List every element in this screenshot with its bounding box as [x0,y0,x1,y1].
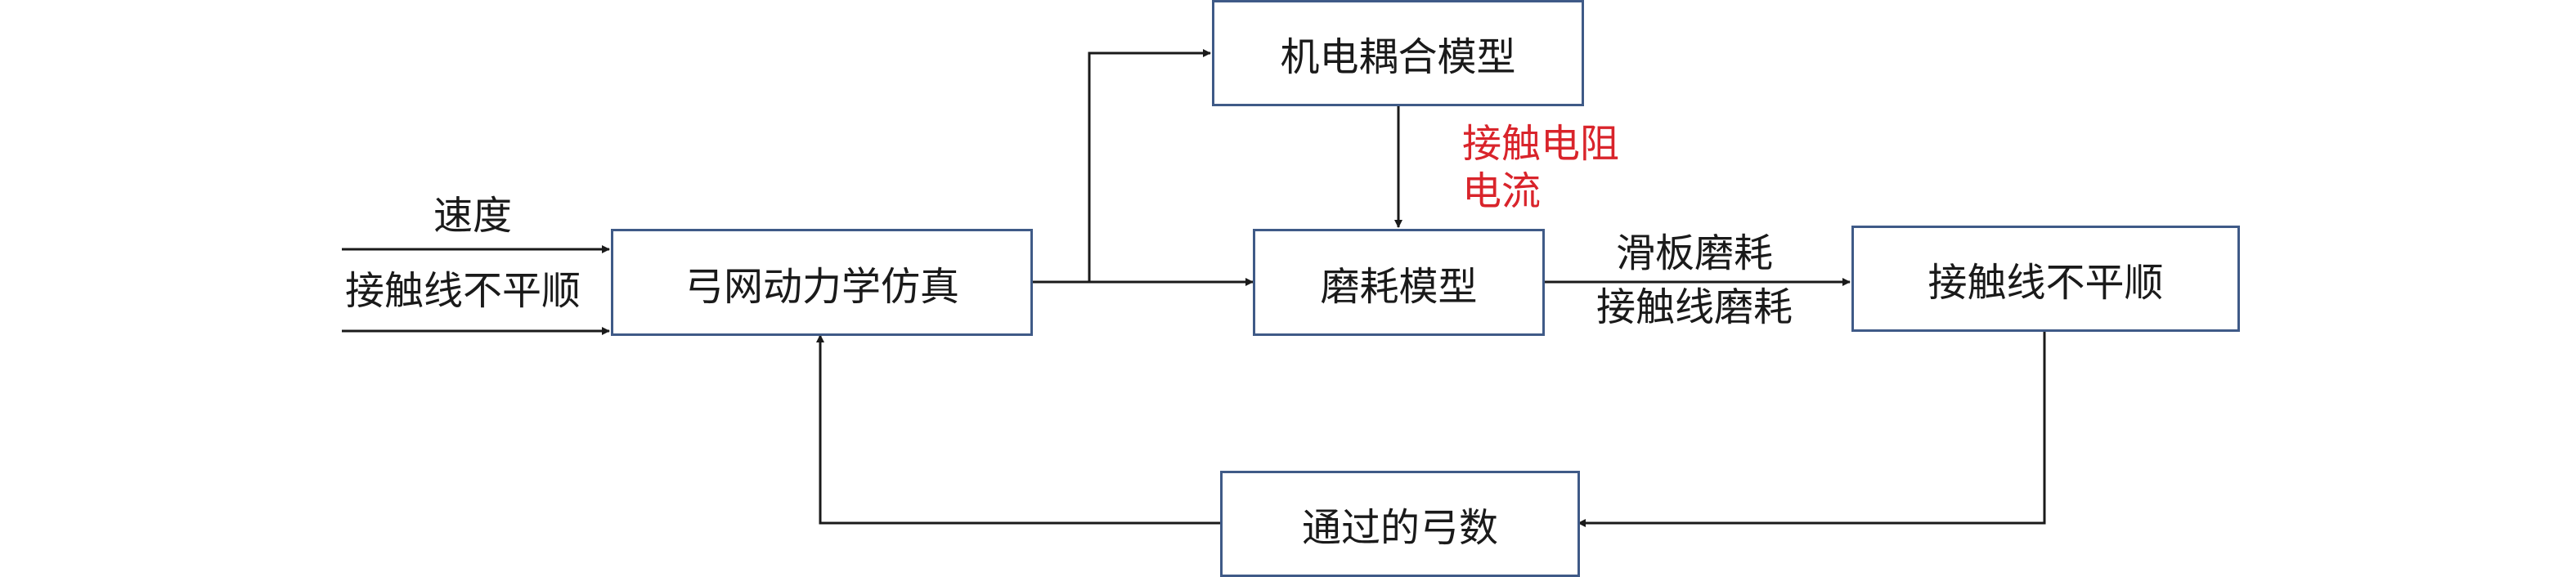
box-electromechanical-coupling-model: 机电耦合模型 [1212,0,1584,106]
box-pantograph-dynamics-simulation: 弓网动力学仿真 [611,229,1033,336]
box-wear-model: 磨耗模型 [1253,229,1545,336]
label-contact-wire-wear: 接触线磨耗 [1595,284,1793,330]
label-contact-resistance: 接触电阻 [1462,121,1620,167]
label-strip-wear: 滑板磨耗 [1615,230,1774,276]
label-current: 电流 [1462,168,1542,214]
box-electromechanical-coupling-model-label: 机电耦合模型 [1280,34,1516,80]
label-contact-wire-irregularity-input: 接触线不平顺 [345,268,581,314]
box-wear-model-label: 磨耗模型 [1320,263,1478,310]
label-speed: 速度 [433,193,513,239]
box-passing-pantograph-count-label: 通过的弓数 [1301,505,1498,551]
box-contact-wire-irregularity-output-label: 接触线不平顺 [1928,260,2164,306]
arrow-sim-to-electromech [1088,49,1211,282]
box-passing-pantograph-count: 通过的弓数 [1220,471,1580,577]
box-pantograph-dynamics-simulation-label: 弓网动力学仿真 [684,263,959,310]
arrow-count-to-sim [816,334,1220,525]
arrow-irregularity-to-count [1577,331,2046,527]
box-contact-wire-irregularity-output: 接触线不平顺 [1851,226,2240,332]
